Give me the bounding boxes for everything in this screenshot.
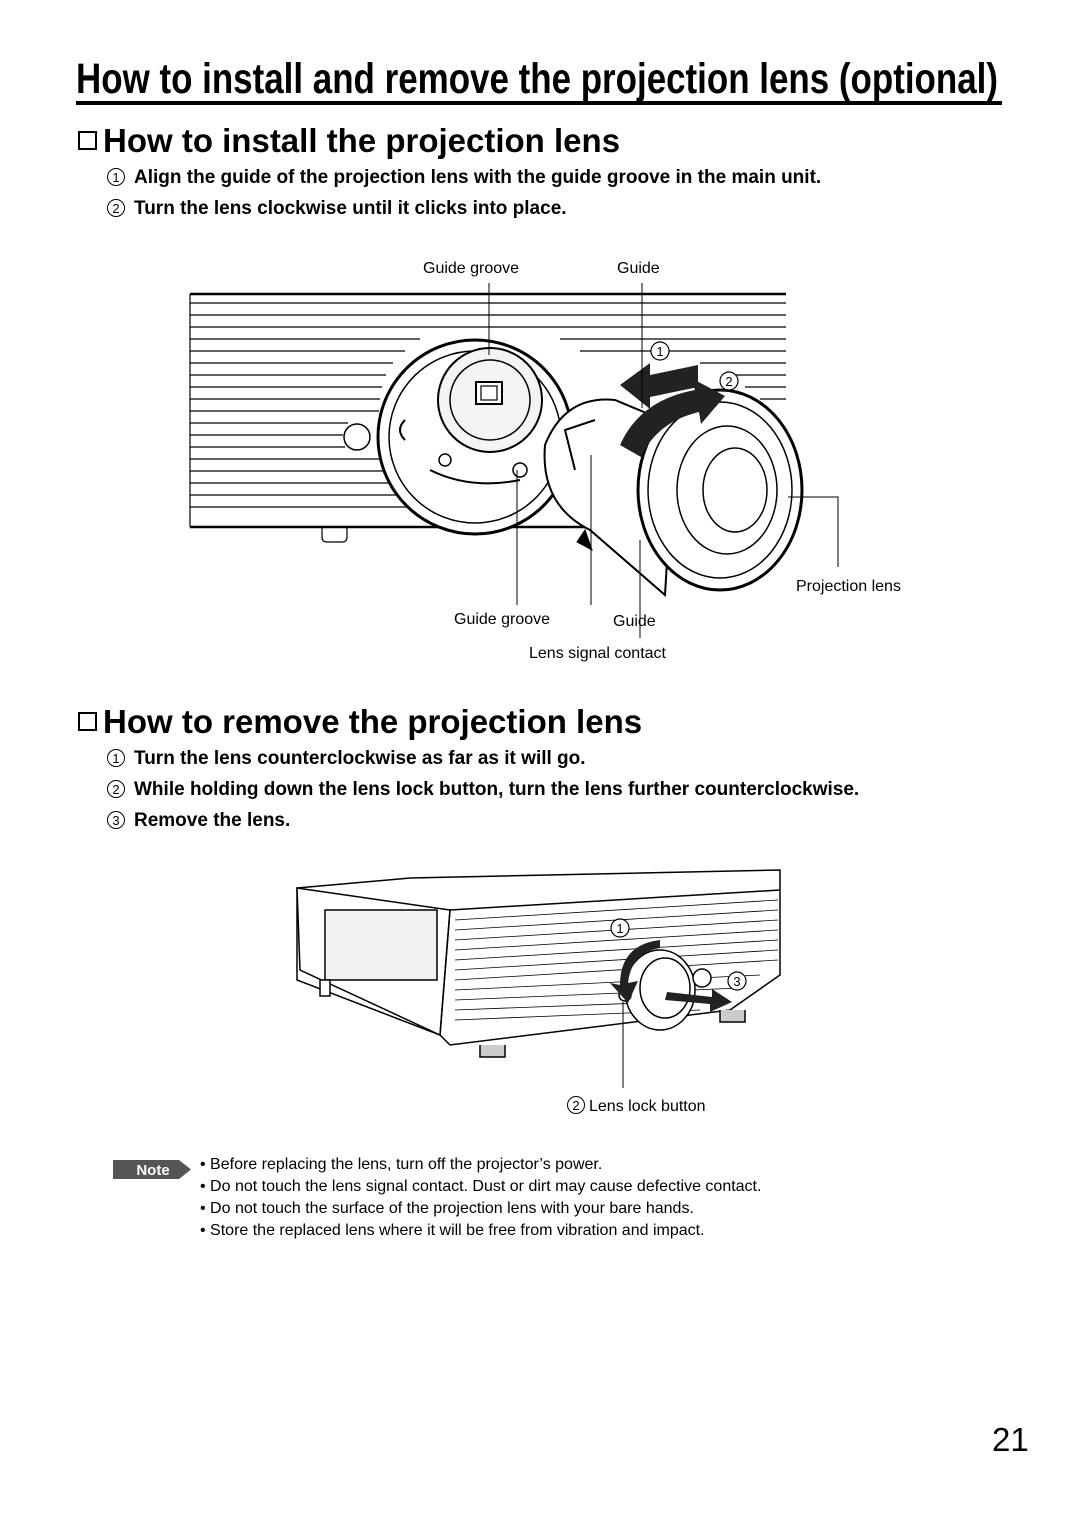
label-guide-bottom: Guide bbox=[613, 613, 656, 630]
note-item: • Before replacing the lens, turn off th… bbox=[200, 1156, 603, 1173]
callout-2: 2 bbox=[725, 374, 732, 389]
svg-text:Note: Note bbox=[136, 1162, 169, 1179]
note-badge: Note bbox=[113, 1160, 191, 1179]
projection-lens bbox=[543, 388, 804, 598]
step-number: 1 bbox=[107, 749, 125, 767]
callout-3: 3 bbox=[733, 974, 740, 989]
page-number: 21 bbox=[992, 1421, 1029, 1458]
label-guide-top: Guide bbox=[617, 260, 660, 277]
step-number: 2 bbox=[107, 780, 125, 798]
note-item: • Do not touch the surface of the projec… bbox=[200, 1200, 694, 1217]
remove-heading: How to remove the projection lens bbox=[78, 703, 642, 741]
note-item: • Store the replaced lens where it will … bbox=[200, 1222, 705, 1239]
arrow-3-icon bbox=[665, 989, 732, 1012]
install-heading: How to install the projection lens bbox=[78, 122, 620, 160]
step-number: 1 bbox=[107, 168, 125, 186]
step-number: 3 bbox=[107, 811, 125, 829]
arrow-2-icon bbox=[620, 378, 725, 457]
remove-diagram: 1 3 bbox=[296, 869, 781, 1088]
square-bullet-icon bbox=[78, 712, 97, 731]
lens-mount-opening bbox=[376, 338, 574, 536]
note-item: • Do not touch the lens signal contact. … bbox=[200, 1178, 762, 1195]
removed-lens bbox=[624, 949, 712, 1031]
page-title: How to install and remove the projection… bbox=[76, 44, 1004, 106]
label-lens-signal-contact: Lens signal contact bbox=[529, 645, 666, 662]
arrow-1-icon bbox=[620, 363, 698, 409]
step-number: 2 bbox=[567, 1096, 585, 1114]
label-guide-groove-top: Guide groove bbox=[423, 260, 520, 277]
svg-text:How to install and remove the: How to install and remove the projection… bbox=[76, 55, 998, 103]
projector-front-panel bbox=[189, 292, 786, 543]
label-guide-groove-bottom: Guide groove bbox=[454, 611, 551, 628]
lens-lock-button-icon bbox=[343, 423, 371, 451]
square-bullet-icon bbox=[78, 131, 97, 150]
install-diagram: 1 2 bbox=[189, 283, 839, 638]
callout-1: 1 bbox=[656, 344, 663, 359]
label-projection-lens: Projection lens bbox=[796, 578, 901, 595]
projector-body bbox=[296, 869, 781, 1058]
title-rule bbox=[76, 101, 1002, 105]
step-number: 2 bbox=[107, 199, 125, 217]
callout-1: 1 bbox=[616, 921, 623, 936]
arrow-1-icon bbox=[610, 940, 660, 1003]
